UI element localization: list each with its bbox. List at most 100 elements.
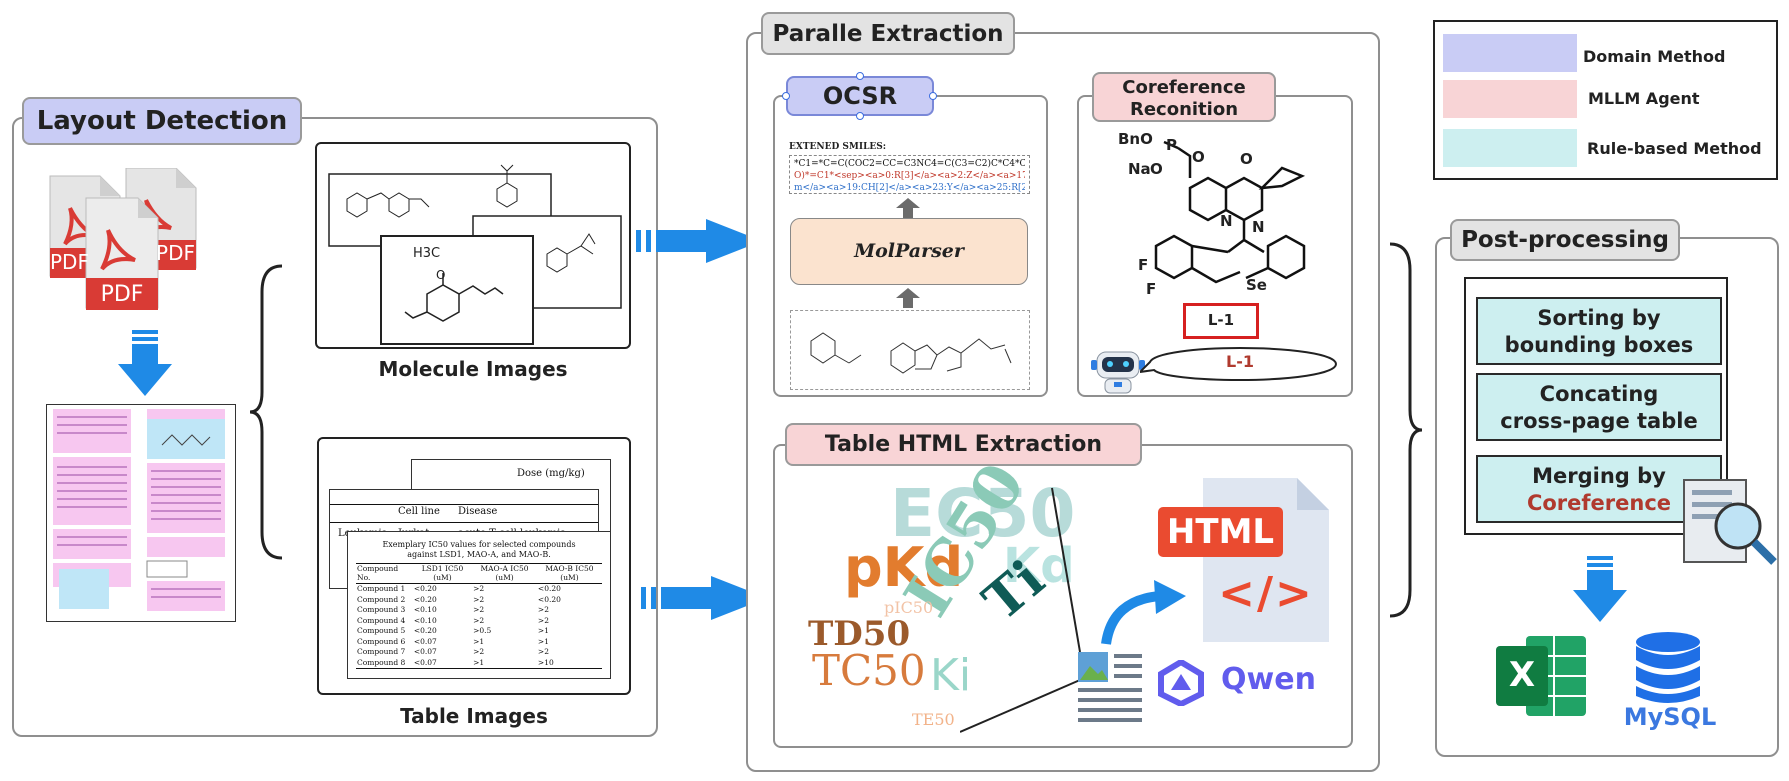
table-cell: >2	[473, 647, 485, 656]
table-images-box: Dose (mg/kg) 10 29 35 Cell line Disease …	[317, 437, 631, 695]
table-cell: Compound 2	[357, 594, 406, 604]
ic50-col-header: MAO-B IC50 (uM)	[545, 564, 594, 582]
coreference-panel	[1077, 95, 1353, 397]
compound-id-box: L-1	[1183, 303, 1259, 339]
connector-lines	[959, 480, 1090, 744]
document-icon	[1078, 652, 1144, 730]
atom-label: O	[1150, 160, 1163, 178]
table-cell: >2	[473, 594, 485, 604]
pdf-label-front: PDF	[100, 282, 144, 307]
code-icon: </>	[1218, 568, 1314, 619]
molecule-methyl-label: H3C	[413, 246, 441, 261]
table-cell: Compound 6	[357, 636, 406, 646]
pdf-label-right: PDF	[156, 241, 195, 265]
magnifier-document-icon	[1680, 474, 1780, 574]
table-card-front: Exemplary IC50 values for selected compo…	[347, 531, 611, 679]
atom-label: P	[1166, 136, 1177, 154]
smiles-line-1: *C1=*C=C(COC2=CC=C3NC4=C(C3=C2)C*C4*C(=O…	[794, 159, 1025, 169]
table-row: Compound 4<0.10>2>2	[356, 616, 602, 627]
agent-speech-bubble	[1137, 344, 1340, 388]
legend-label-domain: Domain Method	[1583, 47, 1726, 66]
wordcloud-word: TD50	[808, 614, 911, 654]
step-line-1: Sorting by	[1537, 306, 1661, 330]
ic50-table: Compound No. LSD1 IC50 (uM) MAO-A IC50 (…	[356, 563, 602, 669]
smiles-line-2: O)*=C1*<sep><a>0:R[3]</a><a>2:Z</a><a>17…	[794, 171, 1025, 181]
table-cell: Compound 3	[357, 605, 406, 614]
agent-bubble-text: L-1	[1226, 352, 1254, 371]
molecule-oxygen-label: O	[436, 268, 446, 282]
table-cell: >2	[537, 605, 549, 614]
concat-table-step: Concating cross-page table	[1476, 373, 1722, 441]
html-badge: HTML	[1158, 507, 1283, 557]
table-cell: <0.20	[537, 594, 561, 604]
table-cell: >1	[537, 636, 549, 646]
wordcloud-word: TC50	[812, 646, 926, 695]
atom-label: F	[1146, 280, 1157, 298]
ic50-table-body: Compound 1<0.20>2<0.20 Compound 2<0.20>2…	[356, 584, 602, 669]
step-line-1: Merging by	[1532, 464, 1666, 488]
right-arrow-icon	[636, 219, 764, 269]
table-cell: <0.20	[413, 594, 437, 604]
coreference-molecule: BnO P O Na O O N N F F Se	[1118, 128, 1328, 303]
ocsr-input-molecule	[790, 310, 1030, 390]
ocsr-handle-dots	[780, 70, 950, 130]
atom-label: N	[1252, 218, 1265, 236]
step-line-2: bounding boxes	[1504, 333, 1694, 357]
excel-icon	[1496, 632, 1588, 724]
molecule-images-caption: Molecule Images	[378, 357, 568, 381]
parallel-extraction-title: Paralle Extraction	[761, 12, 1015, 55]
wordcloud-word: pKd	[844, 536, 964, 599]
molecule-images-box: H3C O	[315, 142, 631, 349]
table-cell: <0.20	[413, 584, 437, 593]
qwen-logo-icon	[1157, 658, 1205, 710]
table-cell: >2	[473, 605, 485, 614]
table-front-title: Exemplary IC50 values for selected compo…	[382, 540, 576, 559]
step-line-1: Concating	[1539, 382, 1659, 406]
table-cell: Compound 8	[357, 657, 406, 667]
pdf-label-left: PDF	[50, 250, 89, 274]
table-cell: <0.10	[413, 615, 437, 625]
layout-detection-title: Layout Detection	[22, 97, 302, 145]
excel-letter: X	[1508, 655, 1536, 695]
wordcloud-word: EC50	[890, 475, 1076, 552]
table-mid-header-cell: Cell line	[398, 506, 440, 517]
table-images-caption: Table Images	[400, 704, 548, 728]
molparser-label: MolParser	[854, 240, 964, 262]
atom-label: Na	[1128, 160, 1151, 178]
table-row: Compound 3 <0.10 >2 >2	[356, 605, 602, 616]
curved-arrow-icon	[1098, 578, 1188, 652]
table-mid-header-disease: Disease	[458, 506, 498, 517]
table-cell: <0.10	[413, 605, 437, 614]
table-cell: Compound 7	[357, 647, 406, 656]
table-row: Compound 8<0.07>1>10	[356, 658, 602, 669]
coreference-title-line-2: Reconition	[1129, 99, 1239, 120]
atom-label: O	[1240, 150, 1253, 168]
coreference-title: Coreference Reconition	[1092, 72, 1276, 122]
legend: Domain Method MLLM Agent Rule-based Meth…	[1433, 20, 1778, 180]
table-cell: >1	[473, 636, 485, 646]
up-arrow-icon	[896, 288, 920, 312]
wordcloud-word: TE50	[912, 710, 955, 729]
down-arrow-icon	[1573, 556, 1627, 630]
post-processing-title: Post-processing	[1450, 219, 1680, 261]
pdf-icons	[48, 167, 198, 313]
table-cell: Compound 1	[357, 584, 406, 593]
down-arrow-icon	[118, 330, 172, 404]
smiles-box: *C1=*C=C(COC2=CC=C3NC4=C(C3=C2)C*C4*C(=O…	[789, 155, 1030, 194]
table-cell: >0.5	[473, 626, 492, 635]
left-brace	[248, 262, 288, 566]
wordcloud-word: Ki	[930, 650, 972, 701]
atom-label: O	[1192, 148, 1205, 166]
table-cell: >1	[473, 657, 485, 667]
table-back-header: Dose (mg/kg)	[517, 468, 585, 479]
atom-label: N	[1220, 212, 1233, 230]
atom-label: BnO	[1118, 130, 1153, 148]
right-arrow-icon	[641, 576, 769, 626]
right-brace	[1386, 240, 1426, 624]
qwen-label: Qwen	[1221, 662, 1316, 697]
table-cell: >2	[537, 647, 549, 656]
smiles-line-3: m</a><a>19:CH[2]</a><a>23:Y</a><a>25:R[2…	[794, 183, 1025, 193]
mysql-label: MySQL	[1623, 703, 1717, 731]
table-cell: >10	[537, 657, 554, 667]
legend-swatch-rule	[1443, 129, 1577, 167]
